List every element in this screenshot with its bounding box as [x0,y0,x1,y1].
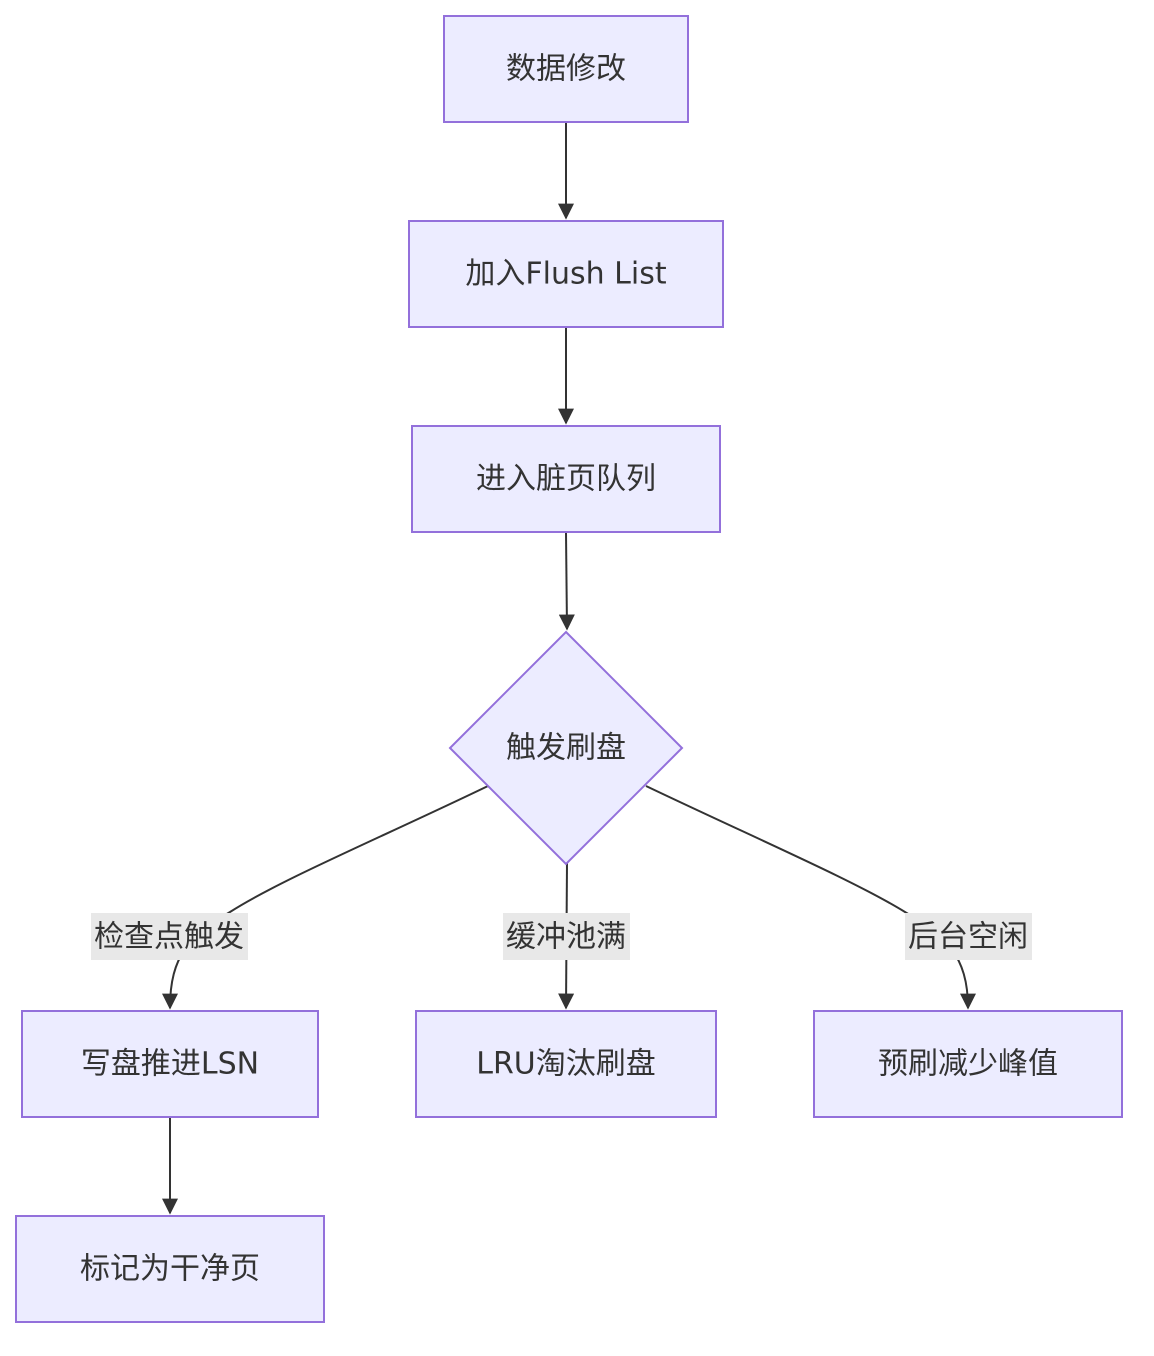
node-write-advance-lsn-label: 写盘推进LSN [81,1047,259,1082]
node-data-modify-label: 数据修改 [506,52,626,87]
node-data-modify: 数据修改 [443,15,689,123]
edge-trigger-to-preflush [645,785,976,1010]
node-add-flush-list-label: 加入Flush List [465,257,666,292]
edge-trigger-to-write-lsn [162,785,489,1010]
node-mark-clean-label: 标记为干净页 [80,1252,260,1287]
node-preflush-reduce-peak-label: 预刷减少峰值 [878,1047,1058,1082]
edge-label-buffer-full: 缓冲池满 [503,913,630,960]
edge-label-background-idle: 后台空闲 [905,913,1032,960]
node-dirty-queue-label: 进入脏页队列 [476,462,656,497]
node-write-advance-lsn: 写盘推进LSN [21,1010,319,1118]
edge-label-checkpoint: 检查点触发 [91,913,248,960]
node-dirty-queue: 进入脏页队列 [411,425,721,533]
node-lru-evict-flush: LRU淘汰刷盘 [415,1010,717,1118]
node-preflush-reduce-peak: 预刷减少峰值 [813,1010,1123,1118]
edge-label-buffer-full-text: 缓冲池满 [506,920,626,955]
decision-trigger-flush: 触发刷盘 [448,630,684,866]
decision-trigger-flush-label: 触发刷盘 [506,731,626,766]
node-mark-clean: 标记为干净页 [15,1215,325,1323]
node-lru-evict-flush-label: LRU淘汰刷盘 [476,1047,656,1082]
node-add-flush-list: 加入Flush List [408,220,724,328]
edge-label-background-idle-text: 后台空闲 [908,920,1028,955]
edge-dirty-queue-to-trigger [558,532,575,631]
edge-label-checkpoint-text: 检查点触发 [94,920,244,955]
